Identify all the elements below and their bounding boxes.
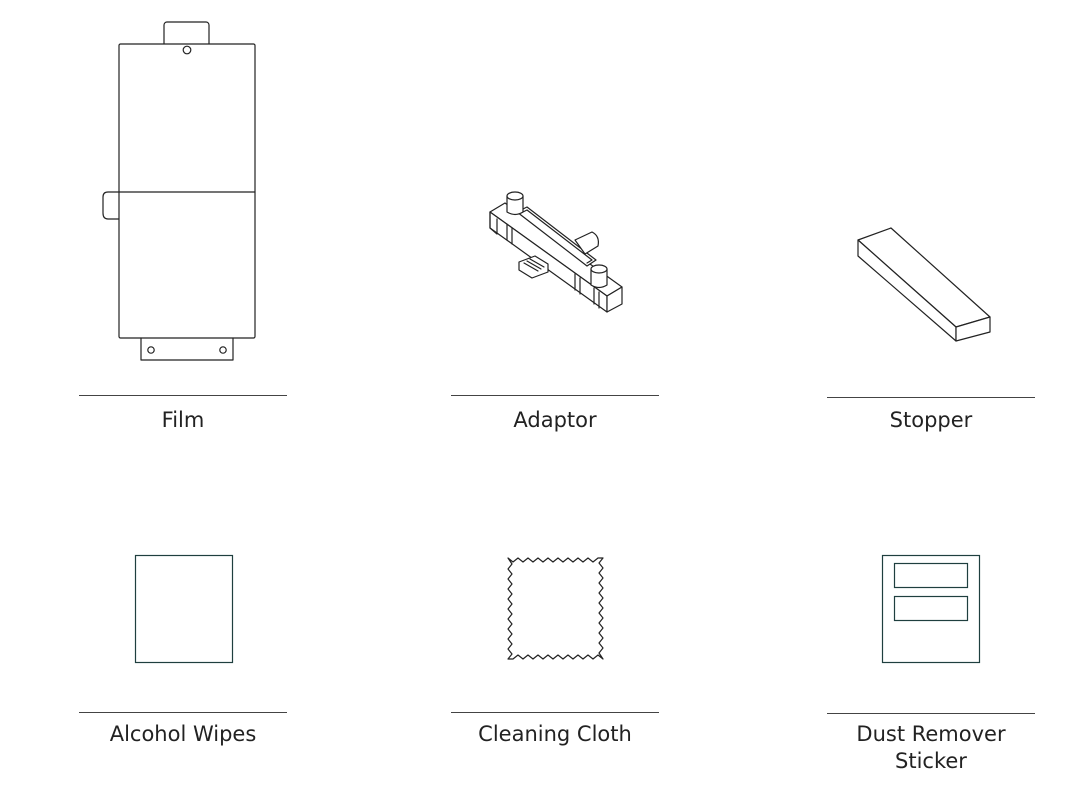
adaptor-icon [480, 185, 635, 330]
stopper-divider [827, 397, 1035, 398]
film-divider [79, 395, 287, 396]
adaptor-label: Adaptor [513, 408, 597, 432]
stopper-label: Stopper [889, 408, 973, 432]
dust-remover-sticker-divider [827, 713, 1035, 714]
cleaning-cloth-icon [500, 550, 610, 665]
alcohol-wipes-divider [79, 712, 287, 713]
adaptor-divider [451, 395, 659, 396]
dust-remover-sticker-label: Dust Remover Sticker [856, 722, 1006, 773]
stopper-icon [850, 220, 1000, 350]
cleaning-cloth-label: Cleaning Cloth [478, 722, 632, 746]
alcohol-wipes-icon [130, 550, 240, 670]
film-icon [95, 15, 270, 370]
film-label: Film [161, 408, 205, 432]
dust-remover-sticker-icon [876, 550, 986, 670]
cleaning-cloth-divider [451, 712, 659, 713]
alcohol-wipes-label: Alcohol Wipes [109, 722, 257, 746]
